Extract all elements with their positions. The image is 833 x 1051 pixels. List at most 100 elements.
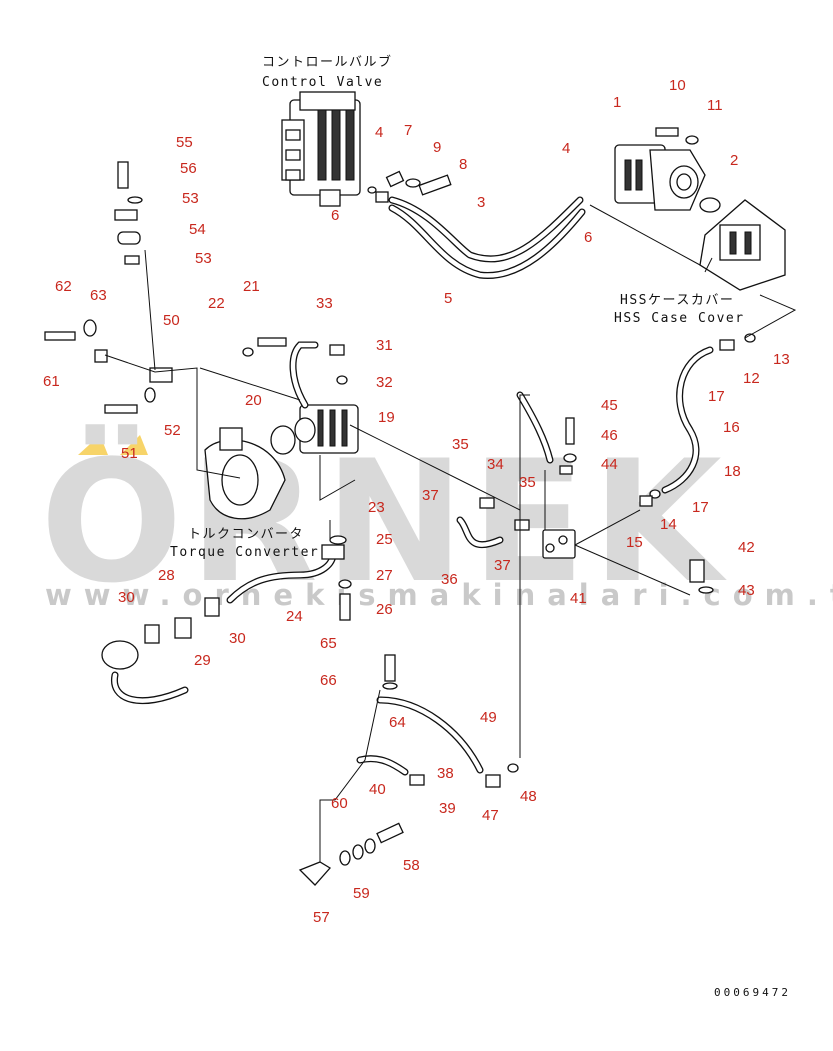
callout-43: 43	[738, 582, 755, 599]
callout-35a: 35	[452, 436, 469, 453]
callout-56: 56	[180, 160, 197, 177]
hose-16	[639, 333, 756, 507]
torque-converter	[204, 427, 286, 520]
callout-59: 59	[353, 885, 370, 902]
bracket-parts-bottom	[298, 654, 404, 886]
watermark-accent-left	[78, 435, 108, 455]
leader-lines	[104, 204, 797, 862]
callout-32: 32	[376, 374, 393, 391]
hose-45	[516, 391, 577, 475]
callout-66: 66	[320, 672, 337, 689]
callout-61: 61	[43, 373, 60, 390]
callout-6b: 6	[584, 229, 592, 246]
callout-25: 25	[376, 531, 393, 548]
callout-3: 3	[477, 194, 485, 211]
hss-cover-label-en: HSS Case Cover	[614, 311, 745, 326]
callout-63: 63	[90, 287, 107, 304]
hss-case-cover	[699, 199, 786, 291]
callout-14: 14	[660, 516, 677, 533]
callout-33: 33	[316, 295, 333, 312]
callout-37a: 37	[422, 487, 439, 504]
callout-11: 11	[707, 97, 723, 114]
callout-2: 2	[730, 152, 738, 169]
block-41	[542, 529, 576, 559]
callout-28: 28	[158, 567, 175, 584]
drawing-code: 00069472	[714, 986, 791, 999]
callout-45: 45	[601, 397, 618, 414]
callout-64: 64	[389, 714, 406, 731]
callout-44: 44	[601, 456, 618, 473]
callout-54: 54	[189, 221, 206, 238]
callout-55: 55	[176, 134, 193, 151]
callout-34: 34	[487, 456, 504, 473]
callout-30a: 30	[118, 589, 135, 606]
callout-17a: 17	[708, 388, 725, 405]
callout-17b: 17	[692, 499, 709, 516]
callout-23: 23	[368, 499, 385, 516]
callout-60: 60	[331, 795, 348, 812]
callout-53b: 53	[195, 250, 212, 267]
hoses-3-5	[388, 196, 586, 279]
watermark-accent-right	[120, 435, 148, 455]
control-valve-label-jp: コントロールバルブ	[262, 54, 393, 70]
callout-47: 47	[482, 807, 499, 824]
control-valve-label-en: Control Valve	[262, 75, 383, 90]
callout-4a: 4	[375, 124, 383, 141]
callout-13: 13	[773, 351, 790, 368]
callout-58: 58	[403, 857, 420, 874]
callout-29: 29	[194, 652, 211, 669]
callout-57: 57	[313, 909, 330, 926]
callout-4b: 4	[562, 140, 570, 157]
callout-26: 26	[376, 601, 393, 618]
watermark-url: www.ornekismakinalari.com.tr	[45, 578, 833, 612]
callout-48: 48	[520, 788, 537, 805]
callout-35b: 35	[519, 474, 536, 491]
callout-31: 31	[376, 337, 393, 354]
callout-65: 65	[320, 635, 337, 652]
control-valve-fittings	[367, 170, 452, 203]
callout-36: 36	[441, 571, 458, 588]
watermark: ÖRNEK www.ornekismakinalari.com.tr	[40, 424, 833, 620]
watermark-brand: ÖRNEK	[40, 424, 728, 620]
torque-converter-label-en: Torque Converter	[170, 545, 319, 560]
elbow-assembly	[101, 597, 220, 705]
callout-15: 15	[626, 534, 643, 551]
callout-20: 20	[245, 392, 262, 409]
callouts: 1 2 3 4 4 5 6 6 7 8 9 10 11 12 13 14 15 …	[43, 77, 790, 926]
callout-16: 16	[723, 419, 740, 436]
callout-37b: 37	[494, 557, 511, 574]
callout-30b: 30	[229, 630, 246, 647]
callout-50: 50	[163, 312, 180, 329]
callout-46: 46	[601, 427, 618, 444]
callout-62: 62	[55, 278, 72, 295]
callout-42: 42	[738, 539, 755, 556]
control-valve	[281, 91, 361, 207]
hss-cover-label-jp: HSSケースカバー	[620, 293, 734, 308]
pipe-33	[289, 341, 348, 409]
callout-49: 49	[480, 709, 497, 726]
callout-38: 38	[437, 765, 454, 782]
callout-18: 18	[724, 463, 741, 480]
callout-7: 7	[404, 122, 412, 139]
callout-21: 21	[243, 278, 260, 295]
hose-36	[456, 497, 530, 549]
callout-27: 27	[376, 567, 393, 584]
callout-19: 19	[378, 409, 395, 426]
callout-52: 52	[164, 422, 181, 439]
callout-51: 51	[121, 445, 138, 462]
callout-24: 24	[286, 608, 303, 625]
callout-39: 39	[439, 800, 456, 817]
callout-22: 22	[208, 295, 225, 312]
valve-block-19	[270, 404, 359, 455]
callout-8: 8	[459, 156, 467, 173]
callout-41: 41	[570, 590, 587, 607]
callout-6a: 6	[331, 207, 339, 224]
callout-53a: 53	[182, 190, 199, 207]
callout-10: 10	[669, 77, 686, 94]
pipe-24	[226, 535, 352, 621]
bracket-parts-left	[44, 161, 714, 594]
callout-40: 40	[369, 781, 386, 798]
torque-converter-label-jp: トルクコンバータ	[188, 527, 304, 542]
callout-1: 1	[613, 94, 621, 111]
